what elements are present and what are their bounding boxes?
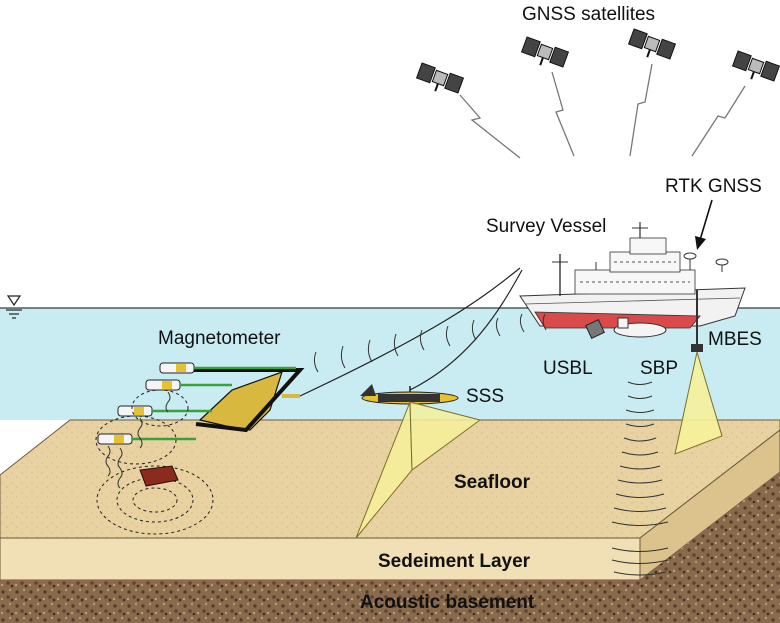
sss-label: SSS	[466, 386, 504, 407]
gnss-satellite-1	[415, 62, 465, 94]
survey-vessel	[519, 222, 746, 352]
sediment-layer-front	[0, 537, 641, 581]
mbes-label: MBES	[708, 329, 762, 350]
acoustic-basement-label: Acoustic basement	[360, 592, 535, 613]
acoustic-basement-side	[640, 472, 780, 623]
tow-cable-magnetometer	[299, 267, 521, 397]
sss-towfish	[360, 384, 459, 405]
usbl-label: USBL	[543, 358, 593, 379]
gnss-signal-4	[691, 85, 746, 157]
gnss-satellites-label: GNSS satellites	[522, 4, 655, 25]
gnss-signal-2	[551, 71, 575, 157]
magnetic-signal-wiggles	[105, 391, 171, 489]
magnetometer-sensor-3	[117, 405, 212, 417]
magnetometer-frame	[190, 368, 305, 433]
gnss-satellite-4	[731, 50, 780, 82]
magnetometer-label: Magnetometer	[158, 328, 281, 349]
magnetic-target-object	[139, 465, 179, 487]
mbes-beam	[674, 351, 723, 455]
magnetic-field-lines	[95, 389, 214, 535]
sediment-layer-side	[639, 429, 780, 582]
water-area	[0, 308, 780, 420]
tow-cable-sss	[409, 269, 523, 391]
magnetometer-sensor-2	[145, 379, 232, 391]
magnetometer-sensor-1	[159, 362, 296, 374]
sbp-label: SBP	[640, 358, 678, 379]
rtk-gnss-label: RTK GNSS	[665, 176, 762, 197]
sbp-signal-pulses	[611, 381, 669, 576]
survey-vessel-label: Survey Vessel	[486, 216, 606, 237]
gnss-satellite-3	[627, 28, 677, 60]
water-level-icon	[6, 295, 22, 319]
gnss-satellite-2	[520, 36, 570, 68]
rtk-gnss-arrow	[699, 199, 713, 241]
rtk-gnss-arrow-head	[695, 236, 706, 250]
sediment-layer-label: Sedeiment Layer	[378, 551, 531, 572]
seafloor-label: Seafloor	[454, 472, 531, 493]
gnss-signal-1	[459, 94, 521, 159]
acoustic-signal-arcs	[313, 313, 547, 373]
sss-beam-right	[409, 401, 482, 471]
acoustic-basement-front	[0, 580, 640, 623]
gnss-signal-3	[629, 63, 653, 157]
magnetometer-sensor-4	[97, 433, 196, 445]
